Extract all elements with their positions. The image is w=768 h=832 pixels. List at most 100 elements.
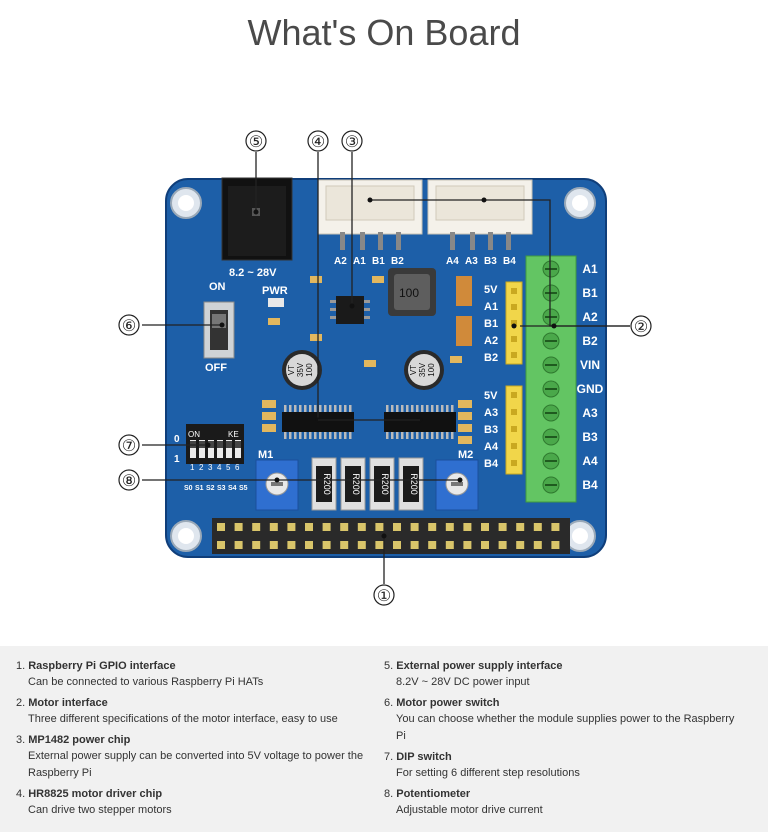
inductor-label: 100 — [399, 286, 419, 300]
header-pin — [511, 409, 517, 415]
legend-item-description: 8.2V ~ 28V DC power input — [396, 676, 530, 688]
callout-dots — [205, 197, 557, 539]
pwr-led — [268, 298, 284, 307]
terminal-label: GND — [577, 382, 604, 396]
legend-item-heading: 4. HR8825 motor driver chip — [16, 786, 386, 802]
header-pin — [511, 304, 517, 310]
sense-resistor-label: R200 — [351, 473, 361, 495]
motor-connector-1-label: A2 — [334, 256, 347, 267]
sense-resistor-label: R200 — [380, 473, 390, 495]
callout-marker: ⑥ — [122, 318, 136, 335]
chip-1-pin-top — [294, 405, 297, 412]
gpio-pin — [287, 523, 296, 531]
dip-key — [217, 440, 223, 458]
legend-item-heading: 5. External power supply interface — [384, 658, 754, 674]
inductor — [388, 268, 436, 316]
callout-marker-circle — [307, 130, 329, 152]
legend-item-heading: 2. Motor interface — [16, 695, 386, 711]
legend-item-name: Motor interface — [28, 697, 108, 709]
legend-item-description: Pi — [396, 730, 406, 742]
gpio-pin — [428, 523, 437, 531]
dip-number: 6 — [235, 463, 240, 472]
terminal-label: A2 — [582, 310, 598, 324]
dip-key-lever — [226, 441, 232, 448]
dip-number: 3 — [208, 463, 213, 472]
chip-2-pin-top — [436, 405, 439, 412]
callout-marker: ④ — [311, 134, 325, 151]
chip-2-pin-top — [431, 405, 434, 412]
gpio-pin — [393, 523, 401, 531]
legend-item-heading: 7. DIP switch — [384, 749, 754, 765]
header-lower-label: 5V — [484, 390, 498, 402]
legend-item-description: Can be connected to various Raspberry Pi… — [28, 676, 264, 688]
callout-marker: ⑦ — [122, 438, 136, 455]
potentiometer-1 — [255, 459, 299, 511]
switch-on-label: ON — [209, 281, 226, 293]
chip-1-pin-top — [324, 405, 327, 412]
gpio-pin — [252, 523, 261, 531]
chip-2-pin-bottom — [431, 432, 434, 439]
dip-number: 1 — [190, 463, 195, 472]
dip-key-lever — [217, 441, 223, 448]
callout-marker-circle — [630, 315, 652, 337]
terminal-label: B1 — [582, 286, 598, 300]
terminal-screws — [542, 260, 560, 494]
chip-1-pin-bottom — [284, 432, 287, 439]
gpio-pin — [322, 523, 331, 531]
chip-1-pin-top — [319, 405, 322, 412]
dip-1-label: 1 — [174, 454, 180, 465]
chip-1-pin-top — [309, 405, 312, 412]
chip-2-pin-bottom — [436, 432, 439, 439]
gpio-pin — [234, 541, 243, 549]
callout-marker-circle — [118, 434, 140, 456]
chip-1-pin-bottom — [334, 432, 337, 439]
terminal-label: A4 — [582, 454, 598, 468]
legend-item-number: 2. — [16, 697, 29, 709]
chip-1-pin-top — [334, 405, 337, 412]
mp1482-pins — [330, 300, 370, 319]
legend-item-heading: 6. Motor power switch — [384, 695, 754, 711]
gpio-pin — [357, 541, 366, 549]
legend-item-number: 3. — [16, 734, 29, 746]
sense-resistor-label: R200 — [409, 473, 419, 495]
chip-2-pin-top — [401, 405, 404, 412]
chip-1-pin-bottom — [324, 432, 327, 439]
chip-1-pin-top — [344, 405, 347, 412]
capacitor-1-text: VT — [287, 365, 296, 375]
motor-connector-2-label: B3 — [484, 256, 497, 267]
terminal-label: A3 — [582, 406, 598, 420]
gpio-pin — [498, 541, 507, 549]
gpio-pin — [445, 523, 454, 531]
header-lower-label: B3 — [484, 424, 498, 436]
gpio-pin — [269, 523, 278, 531]
chip-2-pin-top — [426, 405, 429, 412]
chip-2-pin-top — [396, 405, 399, 412]
legend-item-description: Adjustable motor drive current — [396, 804, 543, 816]
dip-key — [190, 440, 196, 458]
legend-item-number: 5. — [384, 660, 397, 672]
voltage-label: 8.2 ~ 28V — [229, 267, 277, 279]
chip-1-pin-top — [289, 405, 292, 412]
legend-item-name: External power supply interface — [396, 660, 563, 672]
legend-item-name: HR8825 motor driver chip — [28, 788, 163, 800]
dip-key — [208, 440, 214, 458]
gpio-pin — [234, 523, 243, 531]
legend-item-heading: 1. Raspberry Pi GPIO interface — [16, 658, 386, 674]
gpio-pin — [481, 523, 489, 531]
mounting-holes — [170, 187, 596, 552]
legend-item-name: MP1482 power chip — [28, 734, 131, 746]
chip-2-pin-top — [391, 405, 394, 412]
chip-1-pin-top — [284, 405, 287, 412]
chip-2-pin-top — [451, 405, 454, 412]
m1-label: M1 — [258, 449, 273, 461]
motor-connector-2-label: B4 — [503, 256, 516, 267]
header-lower-label: B4 — [484, 458, 499, 470]
